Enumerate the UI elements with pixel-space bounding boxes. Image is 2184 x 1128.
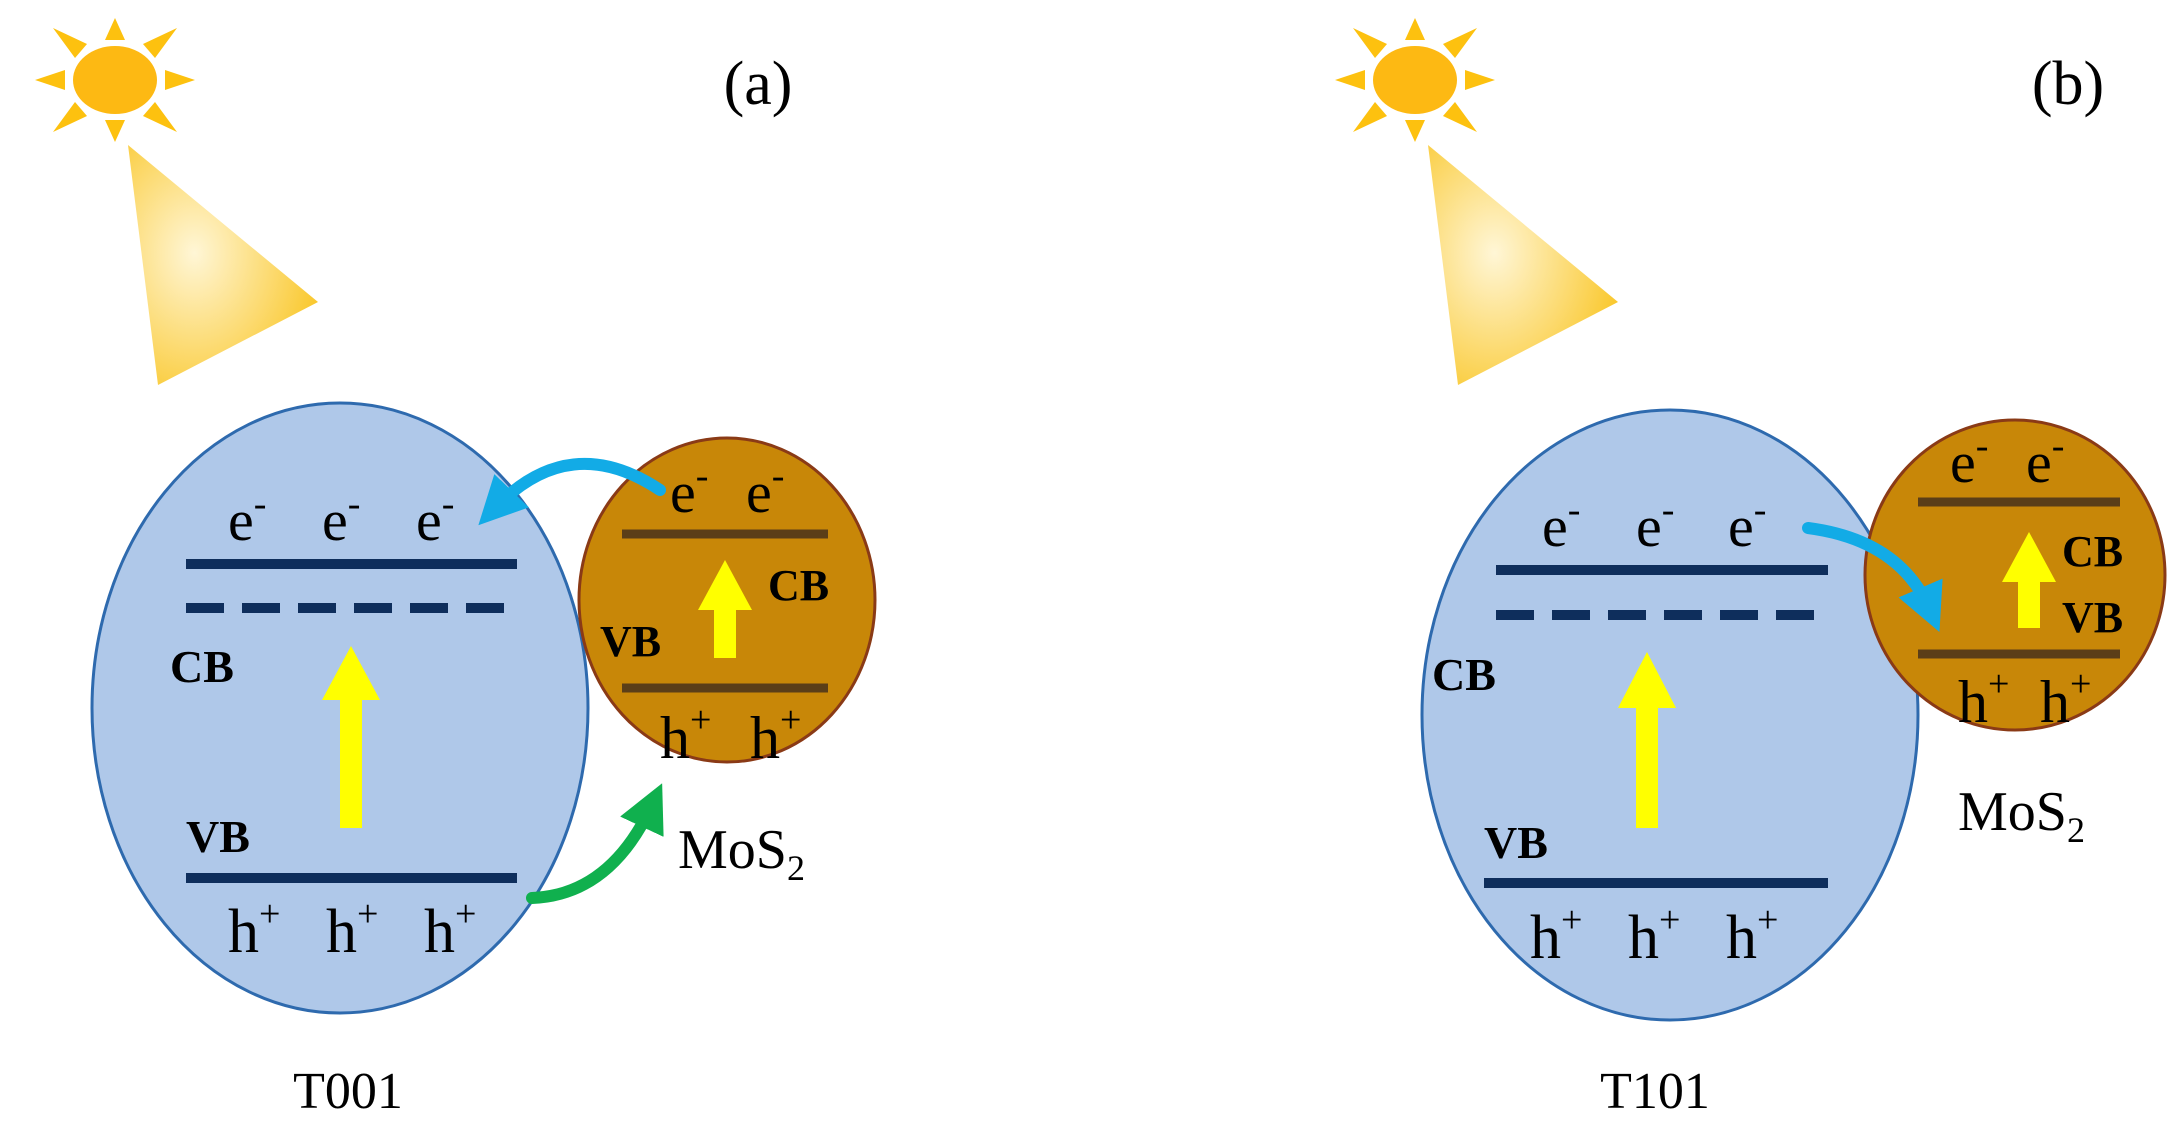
svg-text:e-: e-	[1542, 489, 1580, 559]
mos2-holes: h+ h+	[1958, 663, 2091, 735]
electron-charge: -	[1662, 489, 1675, 531]
tio2-holes: h+ h+ h+	[1530, 899, 1778, 972]
svg-text:e-: e-	[746, 455, 784, 525]
mos2-electrons: e- e-	[1950, 425, 2064, 495]
mos2-holes: h+ h+	[660, 699, 801, 771]
electron: e	[228, 488, 254, 553]
svg-text:e-: e-	[670, 455, 708, 525]
tio2-particle	[1420, 408, 1920, 1022]
svg-text:e-: e-	[2026, 425, 2064, 495]
light-beam	[1428, 145, 1618, 385]
hole: h	[750, 705, 780, 771]
hole: h	[660, 705, 690, 771]
hole-charge: +	[1659, 899, 1680, 941]
hole-charge: +	[1561, 899, 1582, 941]
electron: e	[416, 488, 442, 553]
svg-text:e-: e-	[1950, 425, 1988, 495]
electron-charge: -	[2052, 425, 2065, 467]
panel-label: (b)	[2032, 50, 2104, 118]
mos2-label: MoS2	[678, 819, 805, 888]
electron-charge: -	[442, 483, 455, 525]
tio2-cb-label: CB	[1432, 649, 1496, 700]
electron: e	[746, 460, 772, 525]
electron: e	[1542, 494, 1568, 559]
hole: h	[2040, 669, 2070, 735]
electron-transfer-arrow	[478, 458, 666, 526]
electron: e	[670, 460, 696, 525]
electron: e	[1728, 494, 1754, 559]
svg-text:h+: h+	[2040, 663, 2091, 735]
mos2-vb-label: VB	[2062, 593, 2123, 642]
mos2-excitation-arrow	[2002, 532, 2056, 628]
svg-text:e-: e-	[228, 483, 266, 553]
panel-b: (b) e- e- e- CB VB h+ h+ h+ T101 e- e-	[1335, 18, 2167, 1120]
hole: h	[424, 898, 455, 966]
hole: h	[1958, 669, 1988, 735]
electron: e	[1950, 430, 1976, 495]
tio2-electrons: e- e- e-	[1542, 489, 1766, 559]
panel-a: (a) e- e- e- CB VB h+ h+ h+ T001	[35, 18, 877, 1120]
hole-charge: +	[780, 699, 801, 741]
tio2-electrons: e- e- e-	[228, 483, 454, 553]
mos2-cb-label: CB	[2062, 527, 2123, 576]
electron-charge: -	[696, 455, 709, 497]
svg-text:h+: h+	[1530, 899, 1582, 972]
hole-charge: +	[1757, 899, 1778, 941]
svg-text:h+: h+	[326, 893, 378, 966]
tio2-excitation-arrow	[1618, 652, 1676, 828]
sample-label: T101	[1600, 1063, 1710, 1120]
electron-charge: -	[772, 455, 785, 497]
hole: h	[1530, 904, 1561, 972]
hole: h	[1726, 904, 1757, 972]
panel-label: (a)	[724, 50, 793, 118]
hole-transfer-arrow	[526, 783, 664, 904]
svg-text:h+: h+	[424, 893, 476, 966]
sample-label: T001	[293, 1063, 403, 1120]
svg-text:h+: h+	[660, 699, 711, 771]
mos2-label: MoS2	[1958, 781, 2085, 850]
electron-charge: -	[348, 483, 361, 525]
mos2-electrons: e- e-	[670, 455, 784, 525]
svg-text:h+: h+	[228, 893, 280, 966]
svg-text:e-: e-	[1728, 489, 1766, 559]
svg-text:h+: h+	[1628, 899, 1680, 972]
electron-transfer-arrow	[1802, 522, 1943, 633]
svg-text:h+: h+	[750, 699, 801, 771]
electron: e	[1636, 494, 1662, 559]
electron-charge: -	[1754, 489, 1767, 531]
tio2-cb-label: CB	[170, 641, 234, 692]
hole-charge: +	[455, 893, 476, 935]
mos2-cb-label: CB	[768, 561, 829, 610]
sun-icon	[35, 18, 195, 142]
tio2-vb-label: VB	[186, 811, 250, 862]
light-beam	[128, 145, 318, 385]
hole-charge: +	[2070, 663, 2091, 705]
hole: h	[326, 898, 357, 966]
hole: h	[1628, 904, 1659, 972]
hole-charge: +	[690, 699, 711, 741]
electron: e	[2026, 430, 2052, 495]
tio2-holes: h+ h+ h+	[228, 893, 476, 966]
hole-charge: +	[1988, 663, 2009, 705]
electron-charge: -	[1568, 489, 1581, 531]
hole-charge: +	[259, 893, 280, 935]
svg-text:e-: e-	[416, 483, 454, 553]
svg-text:e-: e-	[1636, 489, 1674, 559]
mos2-vb-label: VB	[600, 617, 661, 666]
tio2-vb-label: VB	[1484, 817, 1548, 868]
electron: e	[322, 488, 348, 553]
svg-text:h+: h+	[1958, 663, 2009, 735]
hole-charge: +	[357, 893, 378, 935]
tio2-excitation-arrow	[322, 646, 380, 828]
hole: h	[228, 898, 259, 966]
mos2-excitation-arrow	[698, 560, 752, 658]
svg-text:h+: h+	[1726, 899, 1778, 972]
sun-icon	[1335, 18, 1495, 142]
electron-charge: -	[1976, 425, 1989, 467]
svg-text:e-: e-	[322, 483, 360, 553]
electron-charge: -	[254, 483, 267, 525]
